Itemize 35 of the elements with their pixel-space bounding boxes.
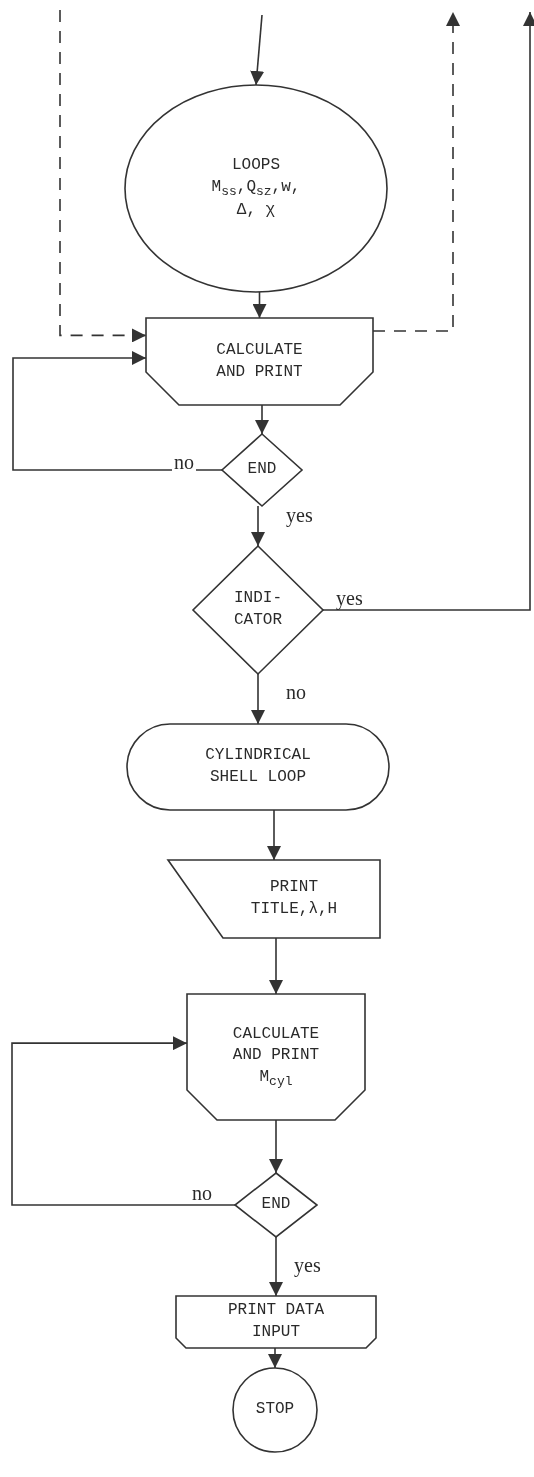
node-label: CALCULATE AND PRINT M$_{cyl}$ bbox=[231, 1023, 321, 1091]
node-label: M$_{ss}$,Q$_{sz}$,w, Δ, χ bbox=[210, 176, 302, 222]
manual-input-box bbox=[168, 860, 380, 938]
node-label: PRINT TITLE,λ,H bbox=[249, 877, 339, 920]
node-label: PRINT DATA INPUT bbox=[227, 1300, 325, 1343]
node-label: INDI- CATOR bbox=[233, 588, 283, 631]
arrow bbox=[12, 351, 223, 471]
decision-diamond bbox=[222, 434, 302, 506]
decision-diamond bbox=[235, 1173, 317, 1237]
decision-diamond bbox=[193, 546, 323, 674]
arrow bbox=[267, 809, 281, 861]
node-label: CYLINDRICAL SHELL LOOP bbox=[204, 745, 312, 788]
stop-circle bbox=[233, 1368, 317, 1452]
node-label: LOOPS bbox=[231, 155, 281, 177]
arrow bbox=[250, 14, 265, 86]
arrow bbox=[269, 937, 283, 995]
loop-start-oval bbox=[125, 85, 387, 292]
arrow bbox=[268, 1347, 282, 1369]
dashed-arrow bbox=[59, 9, 147, 343]
arrow bbox=[255, 404, 269, 435]
arrow bbox=[322, 11, 534, 611]
arrow bbox=[11, 1036, 236, 1206]
arrow bbox=[269, 1119, 283, 1174]
node-label: END bbox=[246, 459, 278, 481]
arrow bbox=[252, 291, 267, 319]
loop-limit-box bbox=[187, 994, 365, 1120]
arrow bbox=[251, 673, 265, 725]
rounded-process-box bbox=[127, 724, 389, 810]
node-label: STOP bbox=[254, 1399, 296, 1421]
arrow bbox=[269, 1236, 283, 1297]
node-label: CALCULATE AND PRINT bbox=[215, 339, 304, 383]
loop-limit-box bbox=[146, 318, 373, 405]
output-box bbox=[176, 1296, 376, 1348]
arrow bbox=[251, 505, 265, 547]
node-label: END bbox=[260, 1194, 292, 1216]
